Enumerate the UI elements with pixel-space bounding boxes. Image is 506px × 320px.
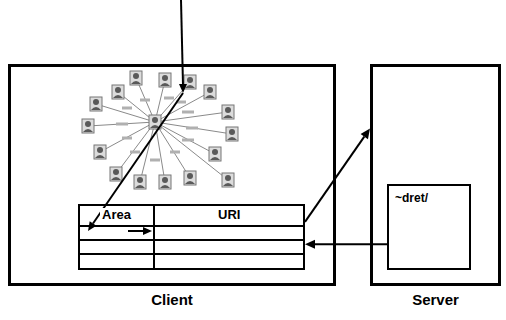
client-box: ClientAreaURI: [8, 64, 336, 286]
box-label: Server: [373, 291, 498, 308]
person-icon: [90, 97, 102, 111]
directory-label: ~dret/: [395, 192, 428, 206]
box-label: Client: [11, 291, 333, 308]
person-icon: [159, 73, 171, 87]
person-icon: [82, 119, 94, 133]
person-icon: [226, 127, 238, 141]
table-rule: [80, 239, 303, 241]
connector-arrow: [305, 128, 370, 221]
person-icon: [209, 147, 221, 161]
person-icon: [222, 105, 234, 119]
table-rule: [80, 253, 303, 255]
arrow-head: [179, 84, 187, 93]
lookup-table: Area URI: [78, 204, 305, 270]
person-icon: [159, 175, 171, 189]
input-arrow: [181, 0, 183, 85]
person-icon: [184, 171, 196, 185]
network-spokes: [88, 78, 232, 182]
person-icon: [134, 175, 146, 189]
person-icon: [204, 85, 216, 99]
directory-box: ~dret/: [387, 184, 471, 270]
person-icon: [184, 75, 196, 89]
arrow-head: [361, 128, 370, 139]
person-icon: [130, 71, 142, 85]
table-header: Area: [100, 208, 133, 223]
row-arrow: [128, 230, 144, 232]
table-rule: [80, 225, 303, 227]
person-icon: [110, 167, 122, 181]
person-icon: [94, 145, 106, 159]
table-rule: [153, 206, 155, 268]
arrow-head: [143, 227, 152, 235]
person-icon: [112, 85, 124, 99]
connector-arrow: [305, 240, 387, 249]
table-header: URI: [216, 208, 242, 223]
person-icon: [222, 173, 234, 187]
arrow-head: [305, 240, 315, 249]
connector-line: [315, 243, 387, 245]
server-box: Server~dret/: [370, 64, 501, 286]
